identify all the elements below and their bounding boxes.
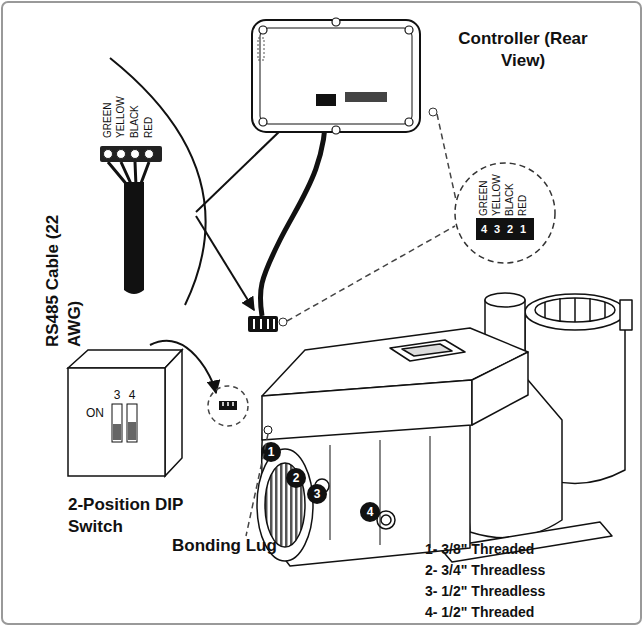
motor-ribs (330, 436, 430, 548)
switch-knob (128, 422, 136, 440)
art-part (360, 502, 380, 522)
callout-number: 2 (286, 471, 306, 485)
switch-knob (113, 424, 121, 440)
screw-holes (259, 18, 413, 134)
art-part (124, 182, 144, 294)
switch-label: 4 (126, 388, 138, 402)
lid-ribs (545, 298, 605, 322)
pump-illustration (257, 293, 632, 566)
controller-wire (260, 108, 326, 316)
art-part (131, 150, 140, 159)
bonding-lug (264, 426, 272, 434)
drive-front (262, 380, 472, 440)
art-part (145, 150, 154, 159)
zoom-outline (455, 163, 555, 263)
art-part (223, 402, 233, 406)
lid-handle (620, 300, 632, 330)
art-part (248, 316, 278, 332)
wire-color-label: YELLOW (491, 170, 503, 216)
zoom-marker (208, 386, 248, 426)
zoom-circle: GREENYELLOWBLACKRED 4321 (450, 158, 560, 268)
art-part (219, 401, 237, 410)
leader-line (246, 434, 268, 536)
callout-number: 4 (360, 505, 380, 519)
dip-switch-title: 2-Position DIP Switch (68, 494, 183, 538)
cable-label: RS485 Cable (22 AWG) (42, 197, 86, 347)
drive-side (472, 352, 528, 425)
wire-color-label: YELLOW (115, 92, 127, 138)
rs485-port (316, 94, 336, 106)
display-panel (390, 340, 465, 361)
display-screen (402, 344, 452, 356)
part-label: Bonding Lug (172, 536, 292, 556)
art-part (104, 150, 113, 159)
discharge-opening (485, 293, 525, 307)
wire-color-label: RED (143, 92, 155, 138)
leader-line (287, 114, 456, 321)
terminal-block (476, 218, 534, 240)
port-key: 2- 3/4" Threadless (425, 561, 635, 579)
fan-vents (265, 463, 305, 547)
port-key: 4- 1/2" Threaded (425, 603, 635, 621)
pump-connector (248, 316, 278, 332)
switch-slot (112, 404, 122, 442)
pin-number: 4 (476, 222, 492, 236)
pin-number: 2 (502, 222, 518, 236)
terminal-strip (345, 92, 387, 102)
dip-switch-box: ON34 2-Position DIP Switch (60, 342, 225, 547)
art-part (307, 484, 327, 504)
leader-dot (429, 108, 437, 116)
pin-number: 1 (515, 222, 531, 236)
controller-outline (252, 20, 420, 132)
wire-color-label: GREEN (102, 92, 114, 138)
port-key: 1- 3/8" Threaded (425, 540, 635, 558)
wire-color-label: RED (517, 170, 529, 216)
box-side (165, 350, 182, 476)
controller-inner (260, 28, 412, 124)
box-top (68, 350, 182, 368)
switch-slot (127, 404, 137, 442)
switch-label: 3 (111, 388, 123, 402)
callout-number: 1 (261, 445, 281, 459)
wire-color-label: BLACK (129, 92, 141, 138)
switch-label: ON (86, 406, 110, 420)
wire-color-label: GREEN (478, 170, 490, 216)
node-outline (245, 8, 635, 143)
port-key: 3- 1/2" Threadless (425, 582, 635, 600)
art-part (117, 150, 126, 159)
controller-box: Controller (Rear View) (245, 8, 635, 143)
pin-number: 3 (489, 222, 505, 236)
art-part (100, 146, 162, 162)
pointer-arrow (196, 216, 254, 310)
art-part (261, 442, 281, 462)
dip-location (219, 401, 237, 410)
leader-dot (279, 318, 287, 326)
callout-circles (261, 442, 380, 522)
pot-lid (525, 294, 625, 330)
pot-lid-inner (535, 298, 615, 322)
controller-title: Controller (Rear View) (448, 28, 598, 72)
art-part (286, 468, 306, 488)
node-outline (60, 342, 225, 547)
wire-color-label: BLACK (504, 170, 516, 216)
box-front (68, 368, 165, 476)
port-plug-inner (381, 515, 391, 525)
art-part (254, 319, 274, 329)
rs485-cable (100, 146, 162, 294)
callout-number: 3 (307, 487, 327, 501)
pin-header (258, 38, 264, 60)
